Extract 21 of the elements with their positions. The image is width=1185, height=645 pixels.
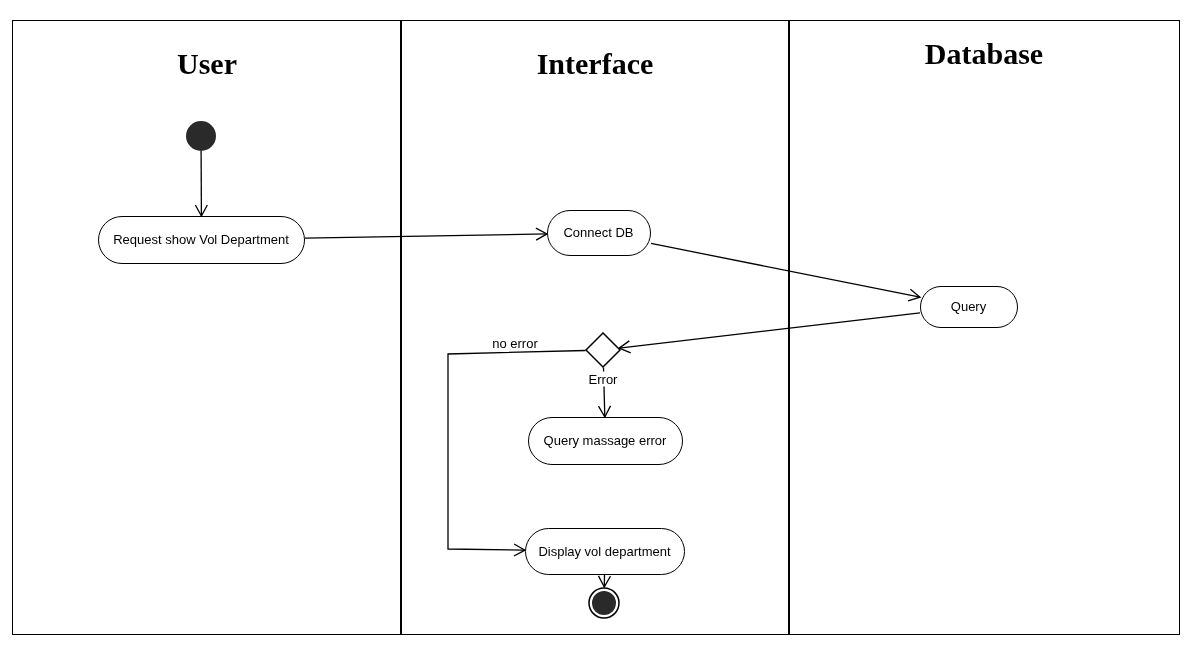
lane-heading: Interface xyxy=(535,47,655,81)
swimlane xyxy=(788,20,1180,635)
arrow xyxy=(304,227,548,241)
activity-node: Request show Vol Department xyxy=(97,215,305,264)
final-node xyxy=(587,586,620,619)
initial-node xyxy=(185,120,216,151)
edge-label: Error xyxy=(586,371,620,387)
lane-heading: User xyxy=(176,47,238,81)
arrow xyxy=(194,150,208,217)
swimlane xyxy=(12,20,402,635)
swimlane xyxy=(400,20,790,635)
arrow xyxy=(618,312,921,354)
arrow xyxy=(447,349,587,557)
arrow xyxy=(650,242,921,302)
arrow xyxy=(597,574,612,588)
activity-node: Query massage error xyxy=(527,416,683,465)
decision-diamond xyxy=(584,331,621,368)
lane-heading: Database xyxy=(923,37,1045,71)
activity-node: Display vol department xyxy=(524,527,685,575)
activity-node: Connect DB xyxy=(546,209,651,256)
activity-node: Query xyxy=(919,285,1018,328)
